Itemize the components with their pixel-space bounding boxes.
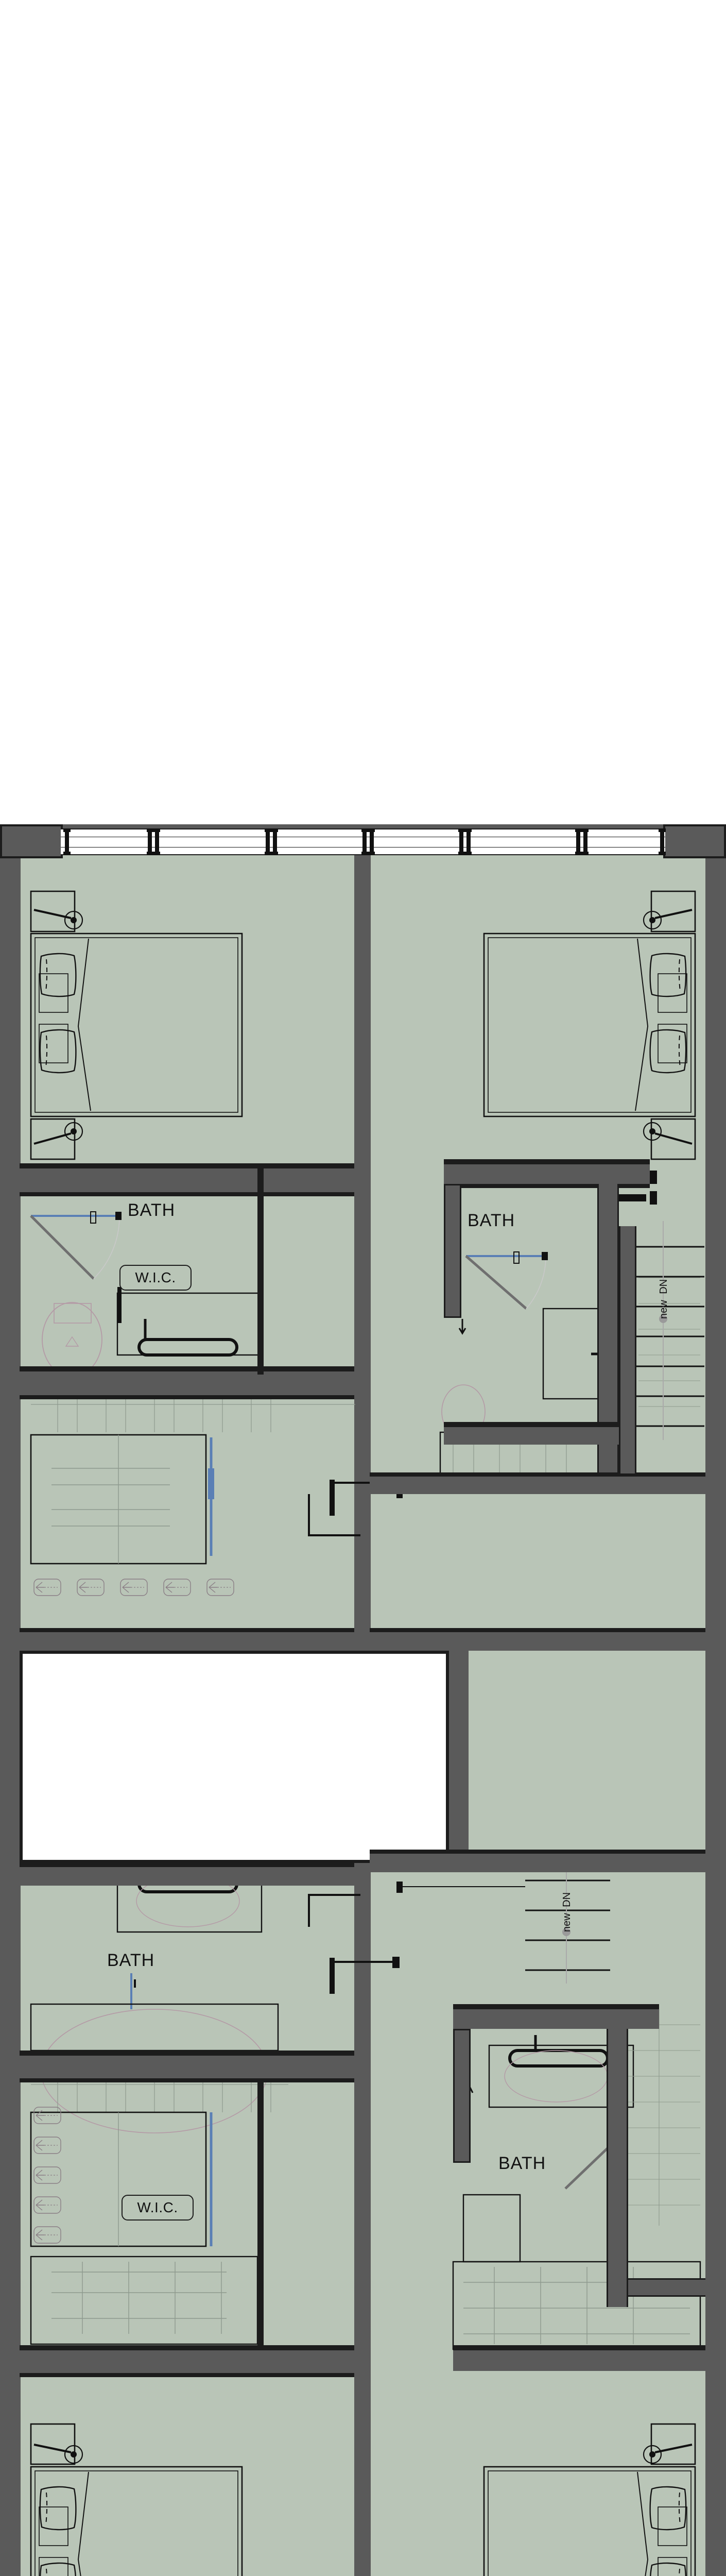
room-label-stair-dn-lower-right: new DN <box>561 1870 573 1932</box>
partition-upper-left-bath-wic-b <box>20 1395 354 1399</box>
poche-lower-right-right <box>607 2029 628 2307</box>
partition-lower-left-bath-wic-b <box>20 2078 354 2082</box>
corner-poche-top-left <box>0 824 63 858</box>
poche-right-stair-bottom <box>370 1854 705 1872</box>
window-wall-top <box>61 828 665 855</box>
partition-upper-left-vertical <box>257 1168 264 1375</box>
corner-poche-top-right <box>663 824 726 858</box>
room-label-bath-lower-left: BATH <box>107 1951 155 1970</box>
partition-upper-left-bed-bath-b <box>20 1192 354 1196</box>
dn-text-line2-lower: DN <box>561 1892 573 1907</box>
exterior-wall-left <box>0 824 21 2576</box>
poche-upper-right-top <box>444 1164 650 1184</box>
partition-left-stair-bottom <box>20 1863 354 1867</box>
poche-upper-right-left <box>444 1184 461 1318</box>
partition-right-stair-bottom <box>370 1850 705 1854</box>
room-label-wic-upper-left: W.I.C. <box>119 1265 192 1291</box>
dn-text-line1-lower: new <box>561 1913 573 1932</box>
room-label-wic-lower-left: W.I.C. <box>122 2195 194 2221</box>
poche-right-stair-top-2 <box>370 1632 705 1651</box>
blank-sheet-area <box>0 0 726 824</box>
partition-lower-right-bath-bottom <box>453 2345 705 2350</box>
stair-void-fill <box>20 1651 449 1863</box>
partition-lower-left-wic-bed <box>20 2345 354 2350</box>
poche-left-stair-bottom <box>20 1867 354 1886</box>
partition-left-stair-top <box>20 1628 354 1632</box>
partition-upper-right-top <box>444 1159 650 1164</box>
window-line-top-2 <box>61 847 665 848</box>
room-label-stair-dn-upper-right: new DN <box>658 1257 670 1319</box>
poche-lower-right-left <box>453 2029 471 2163</box>
dn-text-line1: new <box>658 1300 669 1319</box>
partition-lower-right-top <box>453 2004 659 2009</box>
partition-right-stair-top-2 <box>370 1628 705 1632</box>
poche-lower-left-bath-wic <box>20 2056 354 2078</box>
partition-upper-right-top-b <box>444 1184 650 1188</box>
poche-upper-left-bath-wic <box>20 1371 354 1395</box>
poche-upper-right-stairwall <box>619 1226 636 1473</box>
poche-lower-right-top <box>453 2009 659 2029</box>
partition-upper-right-bath-bottom <box>444 1422 619 1427</box>
room-label-bath-lower-right: BATH <box>498 2154 546 2173</box>
partition-upper-left-bed-bath <box>20 1163 354 1168</box>
partition-lower-left-vertical <box>257 2078 264 2346</box>
poche-lower-right-midwall <box>628 2278 705 2297</box>
room-label-bath-upper-left: BATH <box>128 1200 176 1220</box>
plan-drawing: BATH BATH W.I.C. new DN BATH new DN BATH… <box>0 824 726 2576</box>
dn-text-line2: DN <box>658 1279 669 1294</box>
stair-void-border <box>20 1651 449 1863</box>
partition-upper-left-bath-wic <box>20 1366 354 1371</box>
partition-right-stair-top <box>370 1472 705 1477</box>
exterior-wall-right <box>705 824 726 2576</box>
poche-upper-right-bath-bottom <box>444 1427 619 1445</box>
poche-upper-left-bed-bath <box>20 1168 354 1192</box>
poche-lower-right-bath-bottom <box>453 2350 705 2371</box>
partition-lower-left-wic-bed-b <box>20 2373 354 2377</box>
poche-lower-left-wic-bed <box>20 2350 354 2373</box>
stair-right-poche <box>449 1651 469 1863</box>
room-label-bath-upper-right: BATH <box>468 1211 515 1230</box>
poche-left-stair-top <box>20 1632 354 1651</box>
poche-right-stair-top <box>370 1477 705 1494</box>
partition-lower-left-bath-wic <box>20 2050 354 2056</box>
